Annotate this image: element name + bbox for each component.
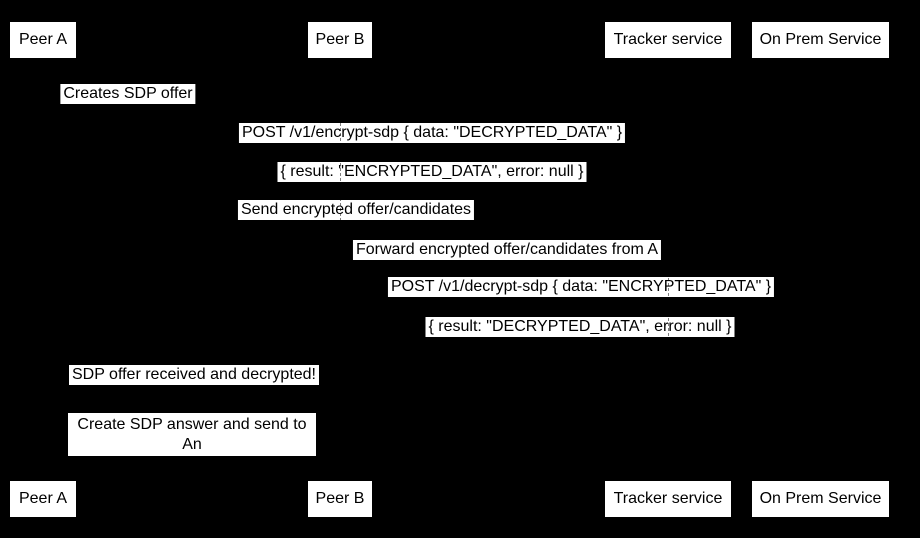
message-arrow-send-offer (43, 227, 668, 228)
message-label-encrypt-response: { result: "ENCRYPTED_DATA", error: null … (277, 162, 587, 182)
participant-top-on-prem-service: On Prem Service (752, 22, 889, 58)
lifeline-tracker-service (668, 58, 669, 481)
participant-label: On Prem Service (759, 490, 882, 507)
participant-label: Peer B (315, 490, 365, 507)
note-line: Create SDP answer and send to An (77, 416, 307, 453)
participant-label: Peer A (18, 490, 68, 507)
message-arrow-decrypt-response (340, 344, 820, 345)
message-label-decrypt-request: POST /v1/decrypt-sdp { data: "ENCRYPTED_… (387, 277, 775, 297)
participant-top-peer-a: Peer A (10, 22, 76, 58)
message-label-encrypt-request: POST /v1/encrypt-sdp { data: "DECRYPTED_… (238, 123, 626, 143)
participant-bottom-peer-b: Peer B (308, 481, 372, 517)
message-arrow-encrypt-request (43, 150, 820, 151)
message-label-decrypt-response: { result: "DECRYPTED_DATA", error: null … (425, 317, 735, 337)
message-label-offer-received: SDP offer received and decrypted! (69, 365, 319, 385)
participant-bottom-tracker-service: Tracker service (605, 481, 731, 517)
participant-label: Tracker service (613, 31, 723, 48)
participant-label: On Prem Service (759, 31, 882, 48)
participant-label: Tracker service (613, 490, 723, 507)
message-arrow-encrypt-response (43, 189, 820, 190)
message-arrow-decrypt-request (340, 304, 820, 305)
lifeline-peer-a (43, 58, 44, 481)
message-arrow-forward-offer (340, 267, 668, 268)
lifeline-peer-b (340, 58, 341, 481)
participant-bottom-peer-a: Peer A (10, 481, 76, 517)
message-label-forward-offer: Forward encrypted offer/candidates from … (352, 240, 662, 260)
participant-bottom-on-prem-service: On Prem Service (752, 481, 889, 517)
participant-top-peer-b: Peer B (308, 22, 372, 58)
participant-label: Peer A (18, 31, 68, 48)
message-label-creates-sdp-offer: Creates SDP offer (60, 84, 196, 104)
note-line: using the same mechanism (94, 456, 290, 473)
note-create-sdp-answer: Create SDP answer and send to An using t… (68, 413, 316, 473)
message-arrow-offer-received (43, 392, 340, 393)
participant-top-tracker-service: Tracker service (605, 22, 731, 58)
lifeline-on-prem-service (820, 58, 821, 481)
message-label-send-offer: Send encrypted offer/candidates (237, 200, 475, 220)
participant-label: Peer B (315, 31, 365, 48)
